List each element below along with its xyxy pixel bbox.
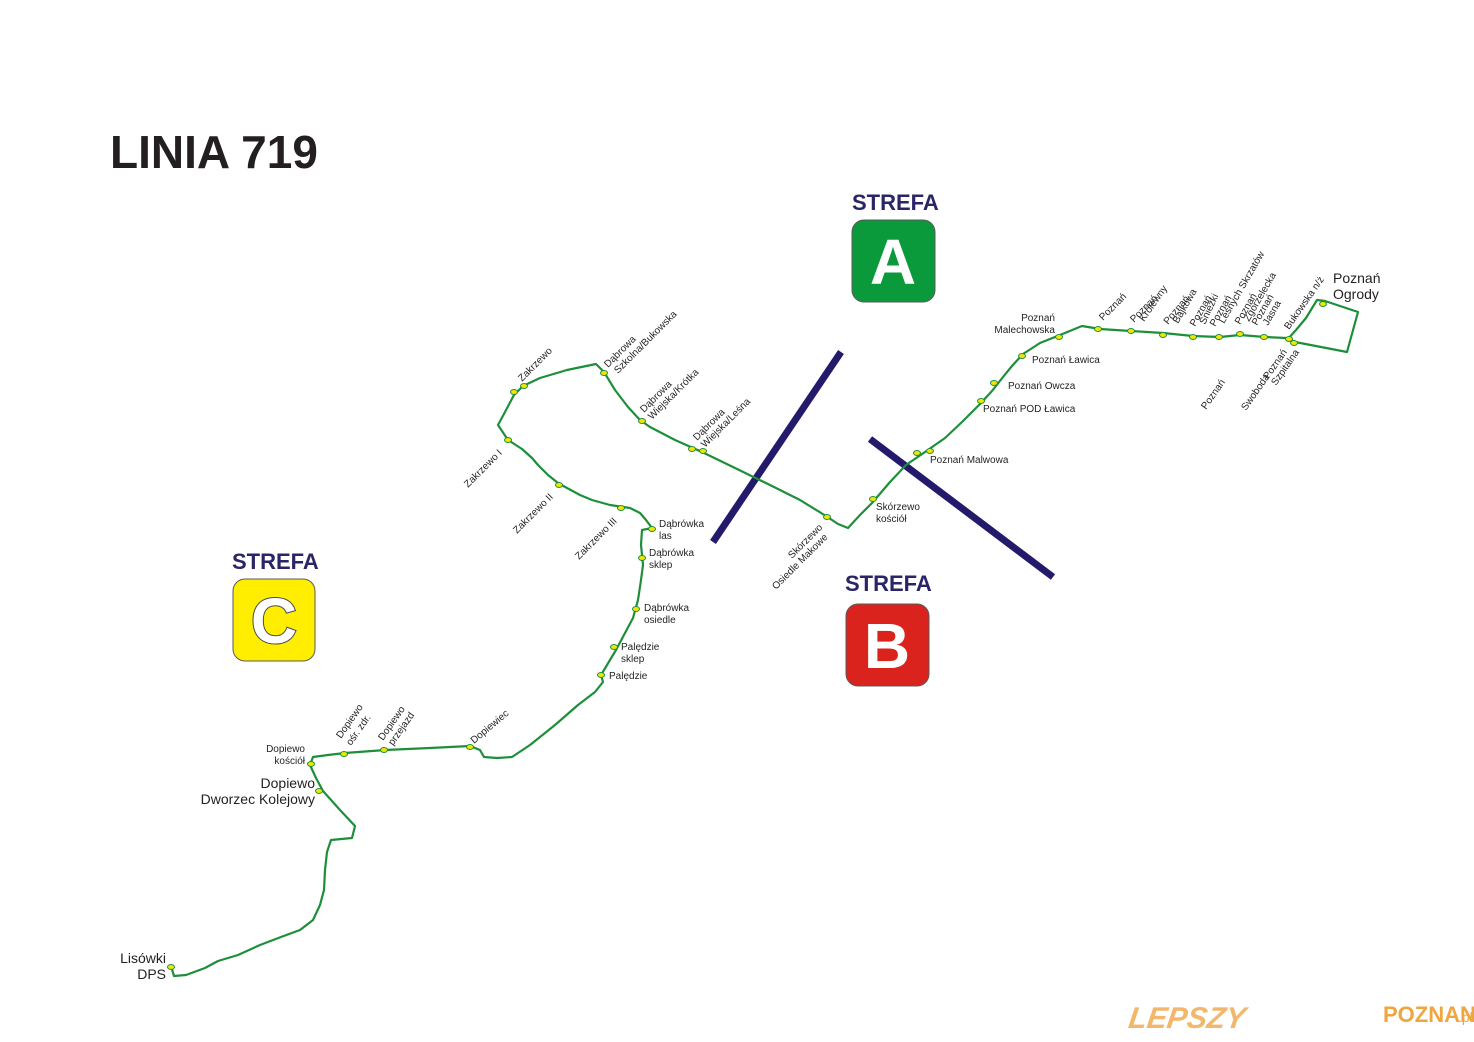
watermark-part3: .pl [1458, 1009, 1473, 1025]
stop-label-dopiewo-dworzec: Dopiewo [261, 775, 316, 791]
stop-marker[interactable] [340, 751, 348, 757]
stop-marker[interactable] [504, 437, 512, 443]
route-line [169, 298, 1360, 978]
zone-c: STREFA C [232, 549, 319, 662]
stop-marker[interactable] [638, 418, 646, 424]
stop-label-zakrzewo: Zakrzewo [516, 345, 555, 384]
stop-marker[interactable] [380, 747, 388, 753]
zone-a-badge [851, 219, 936, 303]
stop-label-ogrody: Poznań [1333, 270, 1380, 286]
stop-label-lawica: Poznań Ławica [1032, 355, 1100, 366]
stop-marker[interactable] [699, 448, 707, 454]
zone-b-title: STREFA [845, 571, 932, 596]
stop-marker[interactable] [315, 788, 323, 794]
stop-markers [167, 301, 1327, 970]
stop-marker[interactable] [520, 383, 528, 389]
stop-label-paledzie-sklep-2: sklep [621, 654, 645, 665]
zone-c-badge [232, 578, 316, 662]
stop-label-paledzie: Palędzie [609, 671, 648, 682]
stop-marker[interactable] [632, 606, 640, 612]
zone-b-letter: B [864, 610, 910, 682]
stop-marker[interactable] [1055, 334, 1063, 340]
stop-marker[interactable] [1260, 334, 1268, 340]
stop-marker[interactable] [977, 398, 985, 404]
zone-c-title: STREFA [232, 549, 319, 574]
stop-label-owcza: Poznań Owcza [1008, 381, 1076, 392]
stop-marker[interactable] [1159, 332, 1167, 338]
stop-label-zakrzewo-ii: Zakrzewo II [511, 492, 555, 536]
stop-label-dabrowka-las-2: las [659, 531, 672, 542]
stop-marker[interactable] [688, 446, 696, 452]
stop-label-lisowki: Lisówki [120, 950, 166, 966]
stop-marker[interactable] [510, 389, 518, 395]
stop-label-malwowa: Poznań Malwowa [930, 455, 1009, 466]
stop-marker[interactable] [555, 482, 563, 488]
stop-marker[interactable] [1285, 336, 1293, 342]
stop-label-poznan: Poznań [1097, 291, 1129, 323]
stop-label-skorzewo-kosciol-2: kościół [876, 514, 907, 525]
stop-label-dabrowka-osiedle-2: osiedle [644, 615, 676, 626]
stop-marker[interactable] [1094, 326, 1102, 332]
watermark-logo: LEPSZY POZNAN .pl [1127, 1002, 1474, 1035]
stop-marker[interactable] [597, 672, 605, 678]
stop-label-ogrody-2: Ogrody [1333, 286, 1379, 302]
stop-marker[interactable] [869, 496, 877, 502]
stop-marker[interactable] [823, 514, 831, 520]
stop-marker[interactable] [926, 448, 934, 454]
stop-marker[interactable] [167, 964, 175, 970]
stop-marker[interactable] [1018, 353, 1026, 359]
stop-label-dopiewiec: Dopiewiec [469, 708, 511, 746]
stop-label-malechowska-2: Malechowska [994, 325, 1055, 336]
stop-label-lisowki-dps: DPS [137, 966, 166, 982]
watermark-part2: POZNAN [1383, 1002, 1474, 1027]
zone-divider-ac [710, 350, 844, 544]
stop-label-dabrowka-sklep-2: sklep [649, 560, 673, 571]
line-title: LINIA 719 [110, 126, 318, 178]
zone-b-badge [845, 603, 930, 687]
zone-a: STREFA A [851, 190, 939, 303]
stop-label-zakrzewo-iii: Zakrzewo III [573, 516, 619, 562]
stop-marker[interactable] [307, 761, 315, 767]
stop-marker[interactable] [913, 450, 921, 456]
stop-marker[interactable] [990, 380, 998, 386]
stop-label-dabrowka-las: Dąbrówka [659, 519, 704, 530]
stop-marker[interactable] [648, 526, 656, 532]
stop-label-dabrowka-osiedle: Dąbrówka [644, 603, 689, 614]
stop-marker[interactable] [1127, 328, 1135, 334]
stop-marker[interactable] [1290, 340, 1298, 346]
stop-marker[interactable] [1236, 331, 1244, 337]
stop-marker[interactable] [600, 370, 608, 376]
stop-label-dopiewo-dworzec-2: Dworzec Kolejowy [201, 791, 315, 807]
stop-marker[interactable] [610, 644, 618, 650]
zone-b: STREFA B [845, 571, 932, 687]
stop-label-poznan-south: Poznań [1199, 378, 1227, 412]
zone-divider-ab [867, 436, 1056, 580]
stop-label-dopiewo-kosciol-2: kościół [274, 756, 305, 767]
stop-label-malechowska: Poznań [1021, 313, 1055, 324]
zone-a-title: STREFA [852, 190, 939, 215]
stop-marker[interactable] [1215, 334, 1223, 340]
watermark-part1: LEPSZY [1127, 1002, 1251, 1035]
stop-marker[interactable] [617, 505, 625, 511]
stop-label-zakrzewo-i: Zakrzewo I [462, 448, 504, 490]
stop-label-skorzewo-kosciol: Skórzewo [876, 502, 920, 513]
stop-marker[interactable] [638, 555, 646, 561]
stop-marker[interactable] [466, 744, 474, 750]
stop-label-dabrowka-sklep: Dąbrówka [649, 548, 694, 559]
stop-marker[interactable] [1319, 301, 1327, 307]
zone-c-letter: C [251, 585, 297, 657]
zone-a-letter: A [870, 226, 916, 298]
stop-marker[interactable] [1189, 334, 1197, 340]
stop-label-paledzie-sklep: Palędzie [621, 642, 660, 653]
stop-label-pod-lawica: Poznań POD Ławica [983, 404, 1076, 415]
stop-label-dopiewo-kosciol: Dopiewo [266, 744, 305, 755]
